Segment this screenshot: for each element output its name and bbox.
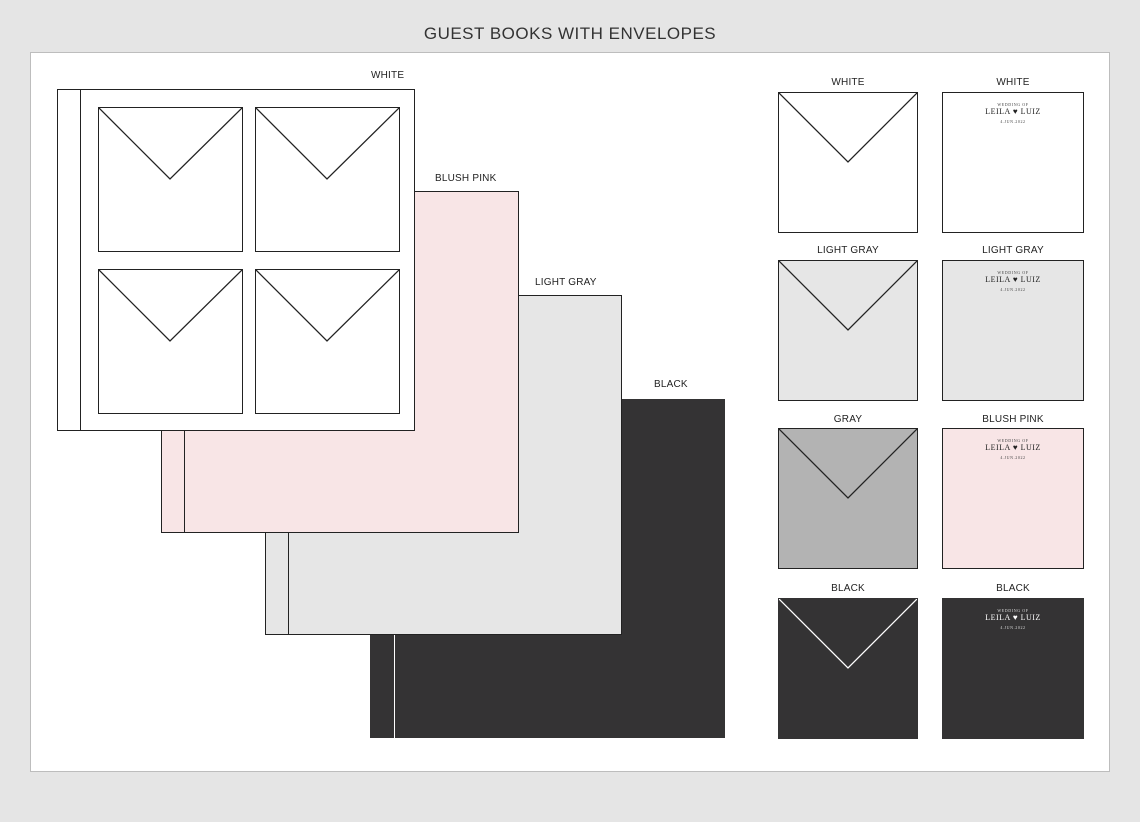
envelope-white [778,92,918,233]
card-black: WEDDING OF LEILA ♥ LUIZ 4.JUN.2022 [942,598,1084,739]
card-label-white: WHITE [996,77,1030,88]
card-heading: WEDDING OF [997,102,1029,107]
envelope-label-gray: GRAY [833,414,863,425]
book-envelope [98,107,243,252]
envelope-gray [778,428,918,569]
card-heading: WEDDING OF [997,270,1029,275]
card-label-light-gray: LIGHT GRAY [982,245,1044,256]
card-names: LEILA ♥ LUIZ [985,107,1041,116]
card-names: LEILA ♥ LUIZ [985,275,1041,284]
card-date: 4.JUN.2022 [1000,455,1026,460]
book-envelope [255,269,400,414]
envelope-black [778,598,918,739]
card-label-black: BLACK [996,583,1030,594]
card-light-gray: WEDDING OF LEILA ♥ LUIZ 4.JUN.2022 [942,260,1084,401]
card-date: 4.JUN.2022 [1000,119,1026,124]
book-label-light-gray: LIGHT GRAY [535,277,597,288]
envelope-label-light-gray: LIGHT GRAY [817,245,879,256]
card-names: LEILA ♥ LUIZ [985,443,1041,452]
card-heading: WEDDING OF [997,438,1029,443]
envelope-label-black: BLACK [831,583,865,594]
book-label-white: WHITE [371,70,405,81]
book-label-blush-pink: BLUSH PINK [435,173,497,184]
book-envelope [98,269,243,414]
card-label-blush-pink: BLUSH PINK [982,414,1044,425]
book-label-black: BLACK [654,379,688,390]
card-names: LEILA ♥ LUIZ [985,613,1041,622]
book-envelope [255,107,400,252]
page-title: GUEST BOOKS WITH ENVELOPES [423,24,717,43]
card-blush-pink: WEDDING OF LEILA ♥ LUIZ 4.JUN.2022 [942,428,1084,569]
envelope-light-gray [778,260,918,401]
envelope-label-white: WHITE [831,77,865,88]
card-date: 4.JUN.2022 [1000,287,1026,292]
card-date: 4.JUN.2022 [1000,625,1026,630]
card-heading: WEDDING OF [997,608,1029,613]
card-white: WEDDING OF LEILA ♥ LUIZ 4.JUN.2022 [942,92,1084,233]
